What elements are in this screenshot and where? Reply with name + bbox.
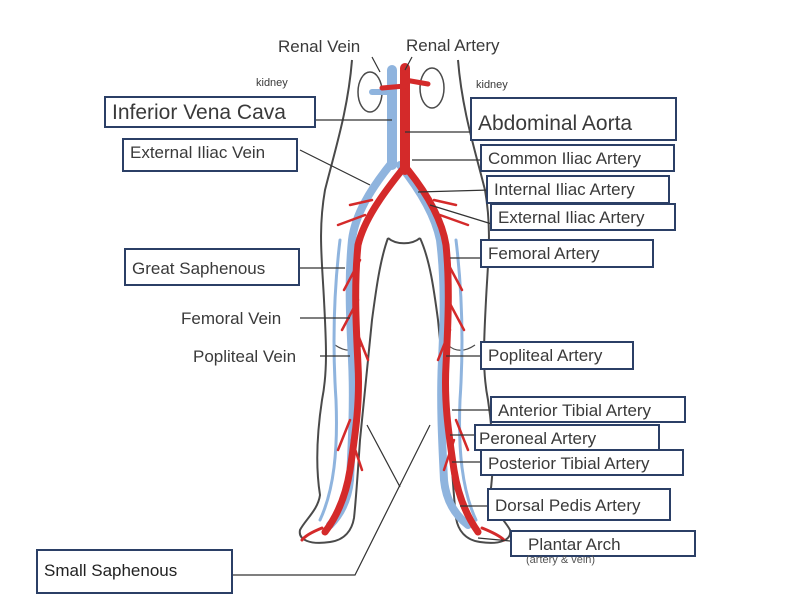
label-external-iliac-vein: External Iliac Vein bbox=[122, 138, 298, 172]
label-internal-iliac-artery: Internal Iliac Artery bbox=[486, 175, 670, 204]
label-plantar-arch-note: (artery & vein) bbox=[526, 554, 596, 566]
label-renal-vein: Renal Vein bbox=[278, 37, 361, 56]
label-kidney-left: kidney bbox=[256, 77, 288, 89]
label-femoral-vein: Femoral Vein bbox=[181, 309, 282, 328]
label-anterior-tibial-artery: Anterior Tibial Artery bbox=[490, 396, 686, 423]
label-posterior-tibial-artery: Posterior Tibial Artery bbox=[480, 449, 684, 476]
label-inferior-vena-cava: Inferior Vena Cava bbox=[104, 96, 316, 128]
label-dorsal-pedis-artery: Dorsal Pedis Artery bbox=[487, 488, 671, 521]
label-renal-artery: Renal Artery bbox=[406, 36, 500, 55]
label-external-iliac-artery: External Iliac Artery bbox=[490, 203, 676, 231]
label-kidney-right: kidney bbox=[476, 79, 508, 91]
label-common-iliac-artery: Common Iliac Artery bbox=[480, 144, 675, 172]
label-abdominal-aorta: Abdominal Aorta bbox=[470, 97, 677, 141]
arteries bbox=[300, 63, 506, 542]
leader-lines bbox=[233, 56, 511, 576]
label-peroneal-artery: Peroneal Artery bbox=[474, 424, 660, 451]
label-great-saphenous: Great Saphenous bbox=[124, 248, 300, 286]
label-popliteal-vein: Popliteal Vein bbox=[193, 347, 297, 366]
label-plantar-arch: Plantar Arch bbox=[510, 530, 696, 557]
kidney-right-shape bbox=[419, 67, 445, 109]
label-popliteal-artery: Popliteal Artery bbox=[480, 341, 634, 370]
label-small-saphenous: Small Saphenous bbox=[36, 549, 233, 594]
label-femoral-artery: Femoral Artery bbox=[480, 239, 654, 268]
